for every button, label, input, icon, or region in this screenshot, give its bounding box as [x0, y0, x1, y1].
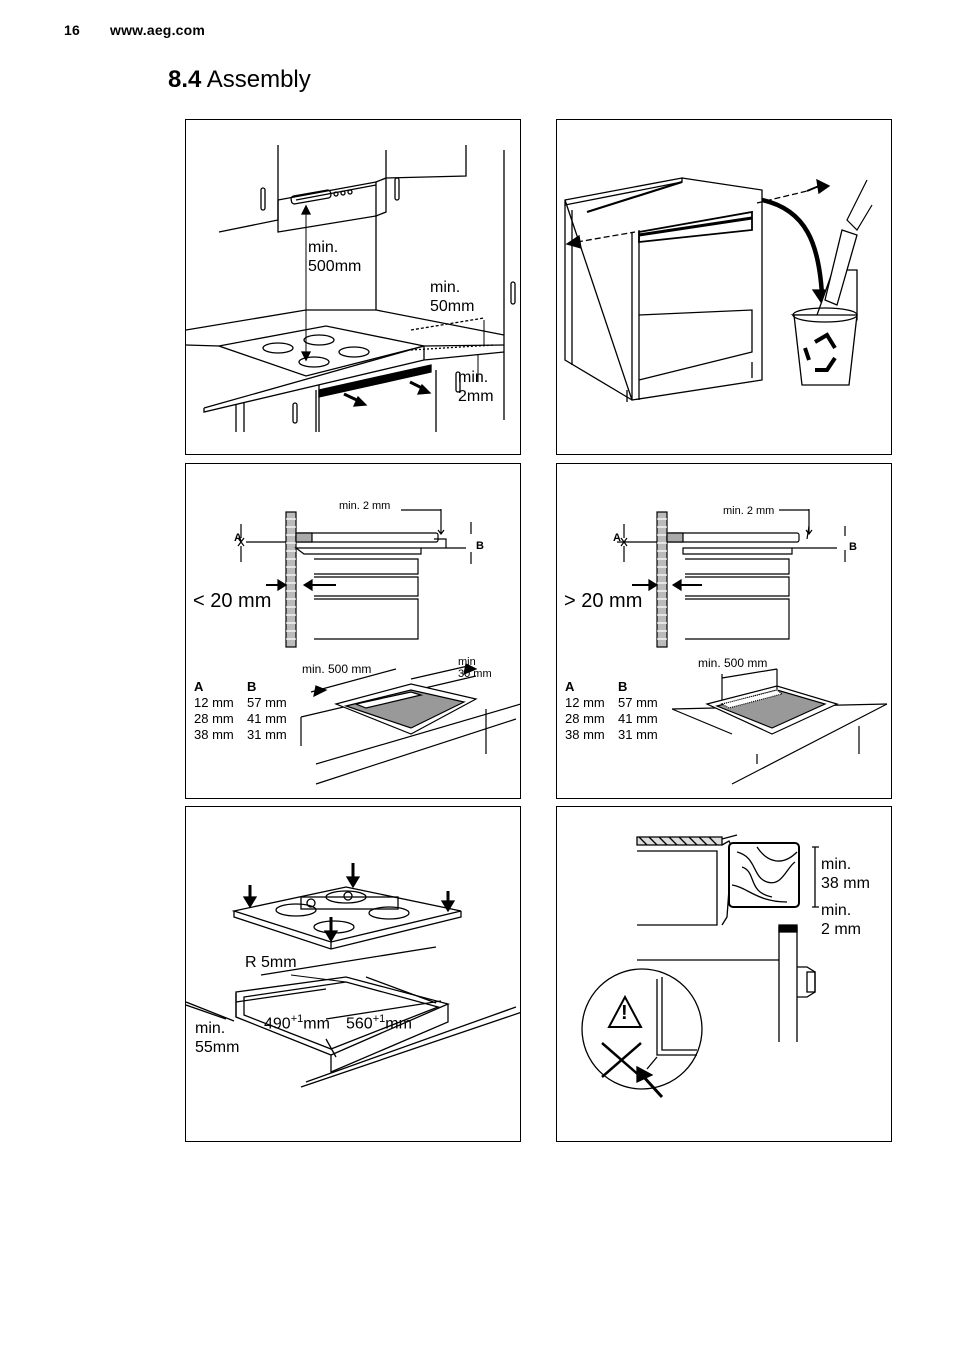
cabinet-rail-removal-illustration	[564, 177, 873, 402]
label-b: B	[849, 541, 857, 553]
installation-gap-small-illustration	[237, 509, 520, 785]
page-number: 16	[64, 22, 80, 38]
section-title-text: Assembly	[206, 66, 311, 93]
gap-label: > 20 mm	[564, 590, 643, 612]
panel-worktop-thickness: ! min. 38 mm min. 2 mm	[556, 806, 892, 1142]
bottom-gap-label: min. 2mm	[458, 369, 494, 405]
panel-installation-gap-small: min. 2 mm A B < 20 mm min. 500 mm min 30…	[185, 463, 521, 799]
gap-label: < 20 mm	[193, 590, 272, 612]
page-url: www.aeg.com	[110, 22, 206, 38]
min-2mm-label: min. 2 mm	[821, 902, 861, 938]
installation-gap-large-illustration	[617, 509, 888, 785]
hood-height-label: min. 500mm	[308, 239, 362, 275]
section-title: 8.4 Assembly	[168, 66, 311, 94]
panel-cutout-dimensions: R 5mm 490+1mm 560+1mm min. 55mm	[185, 806, 521, 1142]
min-2mm-label: min. 2 mm	[723, 505, 775, 517]
label-b: B	[476, 540, 484, 552]
page-header: 16 www.aeg.com	[64, 22, 205, 38]
warning-icon: !	[621, 1002, 628, 1024]
cutout-dimensions-illustration	[186, 863, 520, 1088]
radius-label: R 5mm	[245, 954, 297, 971]
min-2mm-label: min. 2 mm	[339, 500, 391, 512]
label-a: A	[613, 532, 621, 544]
min-38mm-label: min. 38 mm	[821, 856, 870, 892]
hood-clearance-illustration	[186, 145, 516, 432]
panel-hood-clearance: min. 500mm min. 50mm min. 2mm	[185, 119, 521, 455]
depth-dimension-label: 560+1mm	[346, 1013, 412, 1033]
min-depth-label: min. 55mm	[195, 1020, 240, 1056]
panel-remove-cabinet-rail	[556, 119, 892, 455]
min-500-label: min. 500 mm	[302, 662, 372, 676]
min-30-label: min 30 mm	[458, 656, 492, 680]
section-number: 8.4	[168, 66, 202, 93]
worktop-thickness-illustration	[581, 834, 819, 1099]
label-a: A	[234, 532, 242, 544]
width-dimension-label: 490+1mm	[264, 1013, 330, 1033]
min-500-label: min. 500 mm	[698, 656, 768, 670]
wall-distance-label: min. 50mm	[430, 279, 475, 315]
